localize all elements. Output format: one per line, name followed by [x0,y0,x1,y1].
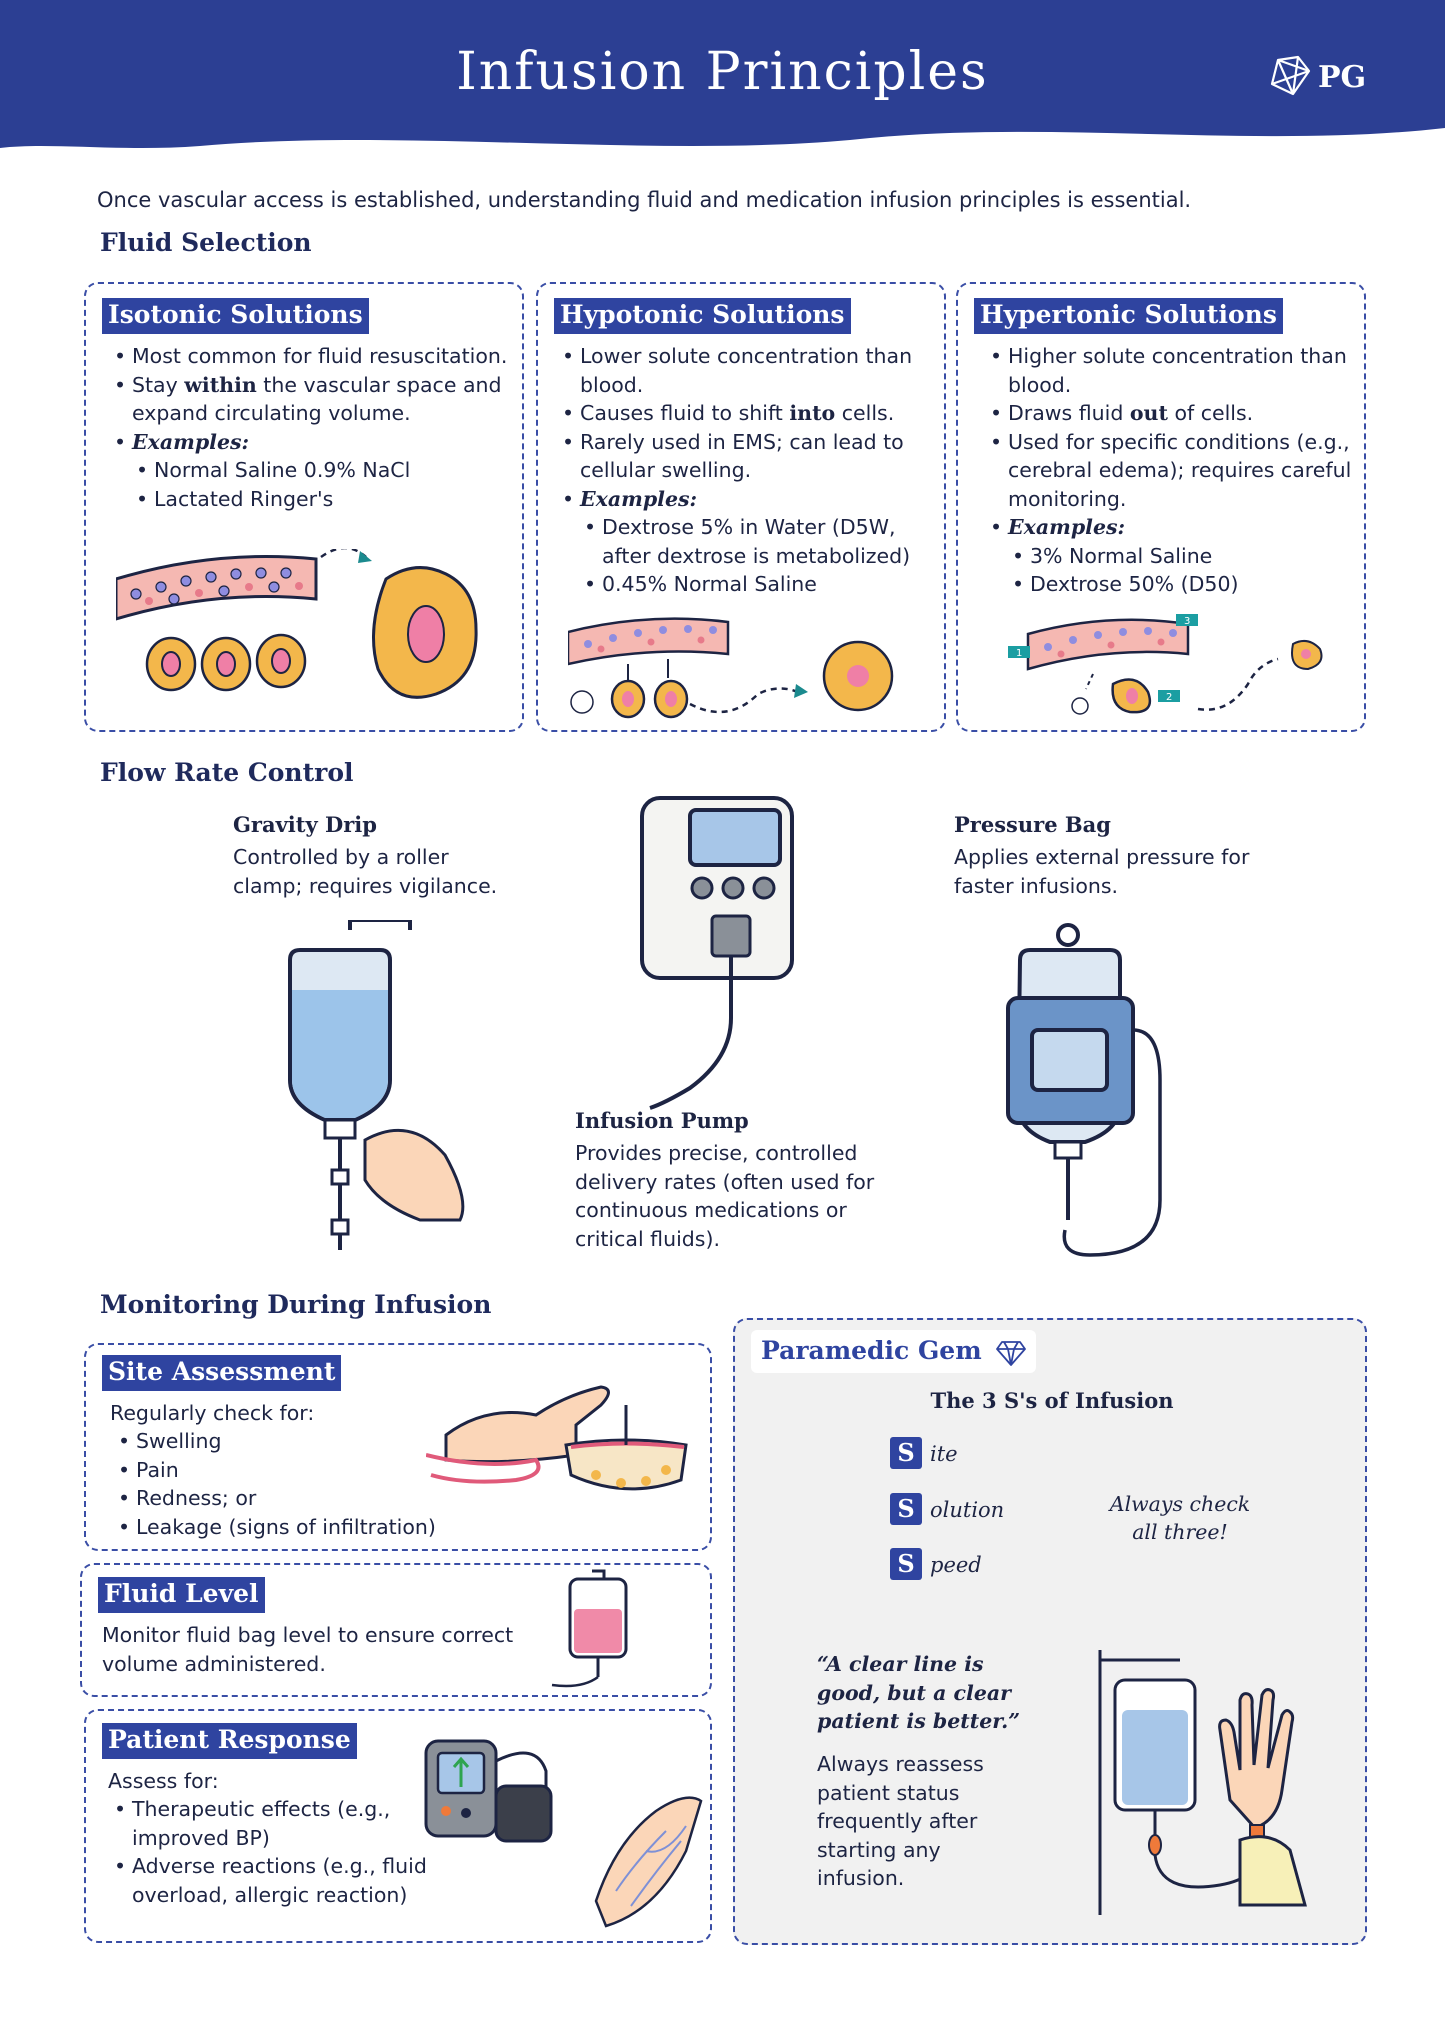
hypotonic-list: Lower solute concentration than blood. C… [558,342,938,599]
list-item: Higher solute concentration than blood. [986,342,1356,399]
list-item: Pain [114,1456,514,1485]
patient-response-card: Patient Response Assess for: Therapeutic… [84,1709,712,1943]
list-item: Swelling [114,1427,514,1456]
hypotonic-illustration [568,617,894,719]
site-assessment-illustration [426,1385,688,1491]
page-title: Infusion Principles [456,42,989,102]
list-item: Stay within the vascular space and expan… [110,371,510,428]
list-item: Therapeutic effects (e.g., improved BP) [110,1795,430,1852]
marker-2: 2 [1166,692,1172,703]
list-item: 3% Normal Saline [986,542,1356,571]
gem-quote: “A clear line is good, but a clear patie… [817,1652,1021,1733]
gravity-drip-title: Gravity Drip [233,812,377,837]
list-item: Rarely used in EMS; can lead to cellular… [558,428,938,485]
gem-advice: Always reassess patient status frequentl… [817,1752,984,1890]
infusion-pump-desc: Provides precise, controlled delivery ra… [575,1141,875,1251]
paramedic-gem-title: Paramedic Gem [751,1330,1037,1373]
list-item: Leakage (signs of infiltration) [114,1513,514,1542]
paramedic-gem-panel: Paramedic Gem The 3 S's of Infusion S it… [733,1318,1367,1945]
header-banner: Infusion Principles PG [0,0,1445,160]
gem-logo-icon [1270,55,1311,96]
s-word-solution: olution [930,1498,1005,1522]
header-background [0,0,1445,148]
s-word-speed: peed [930,1553,982,1577]
logo-text: PG [1318,60,1367,95]
infusion-pump-icon [640,796,794,1110]
hypertonic-card: Hypertonic Solutions Higher solute conce… [956,282,1366,732]
list-item: Examples: [986,513,1356,542]
gem-icon [996,1340,1027,1366]
list-item: Draws fluid out of cells. [986,399,1356,428]
infusion-pump-title: Infusion Pump [575,1108,749,1133]
site-assessment-list: Swelling Pain Redness; or Leakage (signs… [114,1427,514,1541]
isotonic-title: Isotonic Solutions [102,298,369,334]
list-item: 0.45% Normal Saline [558,570,938,599]
list-item: Examples: [558,485,938,514]
list-item: Dextrose 5% in Water (D5W, after dextros… [558,513,938,570]
hypertonic-illustration: 1 3 2 [1008,614,1323,715]
list-item: Redness; or [114,1484,514,1513]
hypertonic-list: Higher solute concentration than blood. … [986,342,1356,599]
list-item: Dextrose 50% (D50) [986,570,1356,599]
s-letter-solution: S [890,1493,922,1525]
gravity-drip-icon [288,920,465,1250]
site-assessment-title: Site Assessment [102,1355,342,1391]
list-item: Normal Saline 0.9% NaCl [110,456,510,485]
pressure-bag-icon [1006,923,1162,1257]
list-item: Adverse reactions (e.g., fluid overload,… [110,1852,430,1909]
logo: PG [1268,54,1378,102]
patient-response-title: Patient Response [102,1723,357,1759]
fluid-level-card: Fluid Level Monitor fluid bag level to e… [80,1563,712,1697]
list-item: Lower solute concentration than blood. [558,342,938,399]
gem-subtitle: The 3 S's of Infusion [930,1388,1174,1413]
list-item: Lactated Ringer's [110,485,510,514]
site-assessment-card: Site Assessment Regularly check for: Swe… [84,1343,712,1551]
hypotonic-card: Hypotonic Solutions Lower solute concent… [536,282,946,732]
list-item: Most common for fluid resuscitation. [110,342,510,371]
pressure-bag-desc: Applies external pressure for faster inf… [954,845,1250,898]
gravity-drip-desc: Controlled by a roller clamp; requires v… [233,845,498,898]
patient-response-intro: Assess for: [108,1769,219,1793]
gem-note: Always check all three! [1109,1492,1251,1544]
list-item: Used for specific conditions (e.g., cere… [986,428,1356,514]
flow-rate-heading: Flow Rate Control [100,758,354,787]
isotonic-card: Isotonic Solutions Most common for fluid… [84,282,524,732]
list-item: Causes fluid to shift into cells. [558,399,938,428]
iv-bag-hand-illustration [1098,1650,1307,1915]
s-word-site: ite [930,1442,958,1466]
s-letter-speed: S [890,1548,922,1580]
hypertonic-title: Hypertonic Solutions [974,298,1283,334]
marker-3: 3 [1184,616,1190,627]
intro-text: Once vascular access is established, und… [97,188,1192,212]
monitoring-heading: Monitoring During Infusion [100,1290,492,1319]
list-item: Examples: [110,428,510,457]
isotonic-illustration [116,549,478,699]
fluid-level-desc: Monitor fluid bag level to ensure correc… [102,1623,514,1676]
fluid-selection-heading: Fluid Selection [100,228,312,257]
fluid-level-title: Fluid Level [98,1577,265,1613]
s-letter-site: S [890,1437,922,1469]
patient-response-illustration [424,1739,703,1928]
fluid-bag-icon [551,1569,628,1688]
site-assessment-intro: Regularly check for: [110,1401,315,1425]
pressure-bag-title: Pressure Bag [954,812,1111,837]
marker-1: 1 [1016,648,1022,659]
isotonic-list: Most common for fluid resuscitation. Sta… [110,342,510,513]
patient-response-list: Therapeutic effects (e.g., improved BP) … [110,1795,430,1909]
hypotonic-title: Hypotonic Solutions [554,298,851,334]
